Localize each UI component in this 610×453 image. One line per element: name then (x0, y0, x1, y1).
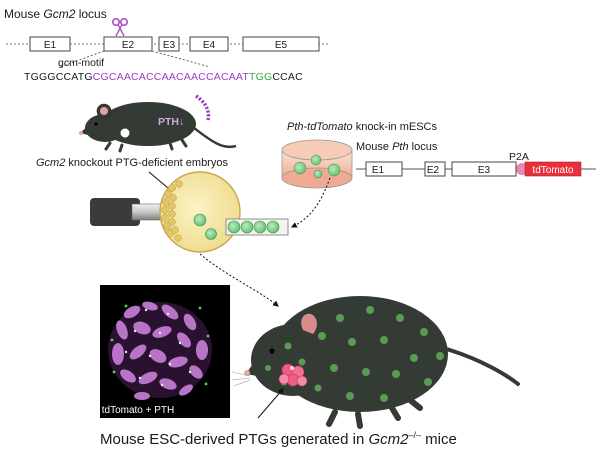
tdtomato-label: tdTomato (532, 165, 574, 176)
micrograph-tissue (108, 301, 212, 400)
mouse-head (251, 324, 335, 396)
esc-in-needle (253, 220, 267, 234)
mouse-top-knockout: PTH↓ (79, 94, 237, 153)
bottom-caption: Mouse ESC-derived PTGs generated in Gcm2… (100, 430, 457, 448)
pipette-holder (90, 198, 140, 226)
gcm2-exon-e3 (158, 36, 180, 52)
knockout-caption: Gcm2 knockout PTG-deficient embryos (36, 157, 228, 169)
mouse-eye (269, 348, 275, 354)
arrow-to-ptg (257, 388, 284, 419)
pth-exon-e2-label: E2 (427, 165, 440, 176)
gcm2-exon-e4 (189, 36, 229, 52)
pth-exon-e1 (365, 161, 403, 177)
zoom-line-right (151, 50, 211, 68)
inner-cell-mass (161, 180, 183, 242)
micrograph-panel: tdTomato + PTH (100, 285, 230, 418)
injection-setup (90, 171, 289, 253)
gcm2-exon-e5 (242, 36, 320, 52)
injected-esc (193, 213, 207, 227)
chimeric-mouse (231, 296, 520, 429)
dna-sequence: TGGGCCATGCGCAACACCAACAACCACAATTGGCCAC (24, 71, 303, 83)
micrograph-label: tdTomato + PTH (102, 405, 175, 416)
esc-in-needle (240, 220, 254, 234)
tdtomato-cassette (524, 161, 582, 177)
injected-esc (205, 228, 217, 240)
mescs-caption: Pth-tdTomato knock-in mESCs (287, 121, 437, 133)
pth-exon-e2 (424, 161, 446, 177)
gcm2-exon-e2-label: E2 (122, 40, 135, 51)
esc-in-needle (227, 220, 241, 234)
arrow-embryo-to-mouse (199, 253, 279, 307)
embryo-blastocyst (159, 171, 241, 253)
pth-locus: Mouse Pth locus E1 E2 E3 P2A tdTomato (356, 141, 596, 177)
grna-strand-icon (194, 94, 211, 121)
scissors-icon (112, 18, 129, 37)
mouse-nose (244, 370, 250, 376)
p2a-label: P2A (509, 151, 529, 163)
esc-derived-ptg (278, 363, 308, 387)
gcm2-exon-e2 (103, 36, 153, 52)
white-spot-icon (120, 128, 130, 138)
esc-contribution-spots (265, 306, 444, 402)
mouse-ear (301, 313, 317, 334)
gcm-motif-label: gcm-motif (58, 57, 104, 69)
gcm2-exon-e4-label: E4 (203, 40, 216, 51)
gcm2-exon-e5-label: E5 (275, 40, 288, 51)
pth-exon-e3-label: E3 (478, 165, 491, 176)
gcm2-exon-e1-label: E1 (44, 40, 57, 51)
pth-down-label: PTH↓ (158, 116, 184, 128)
culture-dish (281, 139, 353, 189)
esc-in-needle (266, 220, 280, 234)
gcm2-exon-e3-label: E3 (163, 40, 176, 51)
pth-exon-e3 (451, 161, 517, 177)
gcm2-locus: Mouse Gcm2 locus E1 E2 E3 E4 E5 gcm-moti… (4, 7, 330, 83)
pth-locus-title: Mouse Pth locus (356, 141, 438, 153)
gcm2-exon-e1 (29, 36, 71, 52)
gcm2-locus-title: Mouse Gcm2 locus (4, 7, 107, 21)
pth-exon-e1-label: E1 (372, 165, 385, 176)
